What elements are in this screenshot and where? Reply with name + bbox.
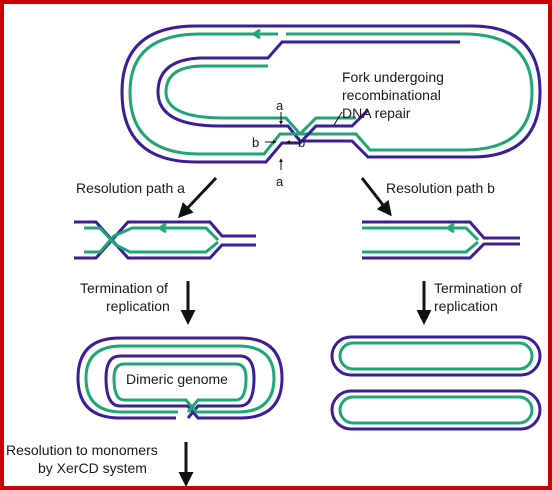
fork-label-line1: Fork undergoing (342, 69, 444, 85)
mark-a-top: a (276, 98, 284, 113)
term-a-line2: replication (106, 298, 170, 314)
fork-arrow-green (253, 28, 266, 40)
junction-marks: a a b b (252, 98, 305, 189)
term-a-line1: Termination of (80, 280, 168, 296)
fork-structure (120, 24, 542, 164)
fork-path-b (362, 220, 520, 260)
resolution-line1: Resolution to monomers (6, 442, 158, 458)
resolution-line2: by XerCD system (38, 460, 147, 476)
fork-label-line3: DNA repair (342, 105, 411, 121)
dimeric-label: Dimeric genome (126, 371, 228, 387)
fork-inner-loop-purple (120, 24, 370, 164)
mark-a-bottom: a (276, 174, 284, 189)
path-b-label: Resolution path b (386, 180, 495, 196)
fork-inner-loop-green (128, 32, 356, 156)
fork-label-pointer (333, 111, 343, 126)
term-b-line1: Termination of (434, 280, 522, 296)
mark-b-right: b (298, 135, 305, 150)
dimeric-genome (76, 336, 284, 420)
path-a-label: Resolution path a (76, 180, 185, 196)
path-a-arrow (177, 176, 218, 219)
fork-label-line2: recombinational (342, 87, 441, 103)
fork-path-a (74, 220, 256, 260)
monomer-circles (330, 335, 542, 431)
term-b-line2: replication (434, 298, 498, 314)
mark-b-left: b (252, 135, 259, 150)
fork-outer-strand-purple (156, 24, 542, 159)
fork-outer-strand-green (164, 32, 534, 152)
path-b-arrow (360, 177, 392, 217)
